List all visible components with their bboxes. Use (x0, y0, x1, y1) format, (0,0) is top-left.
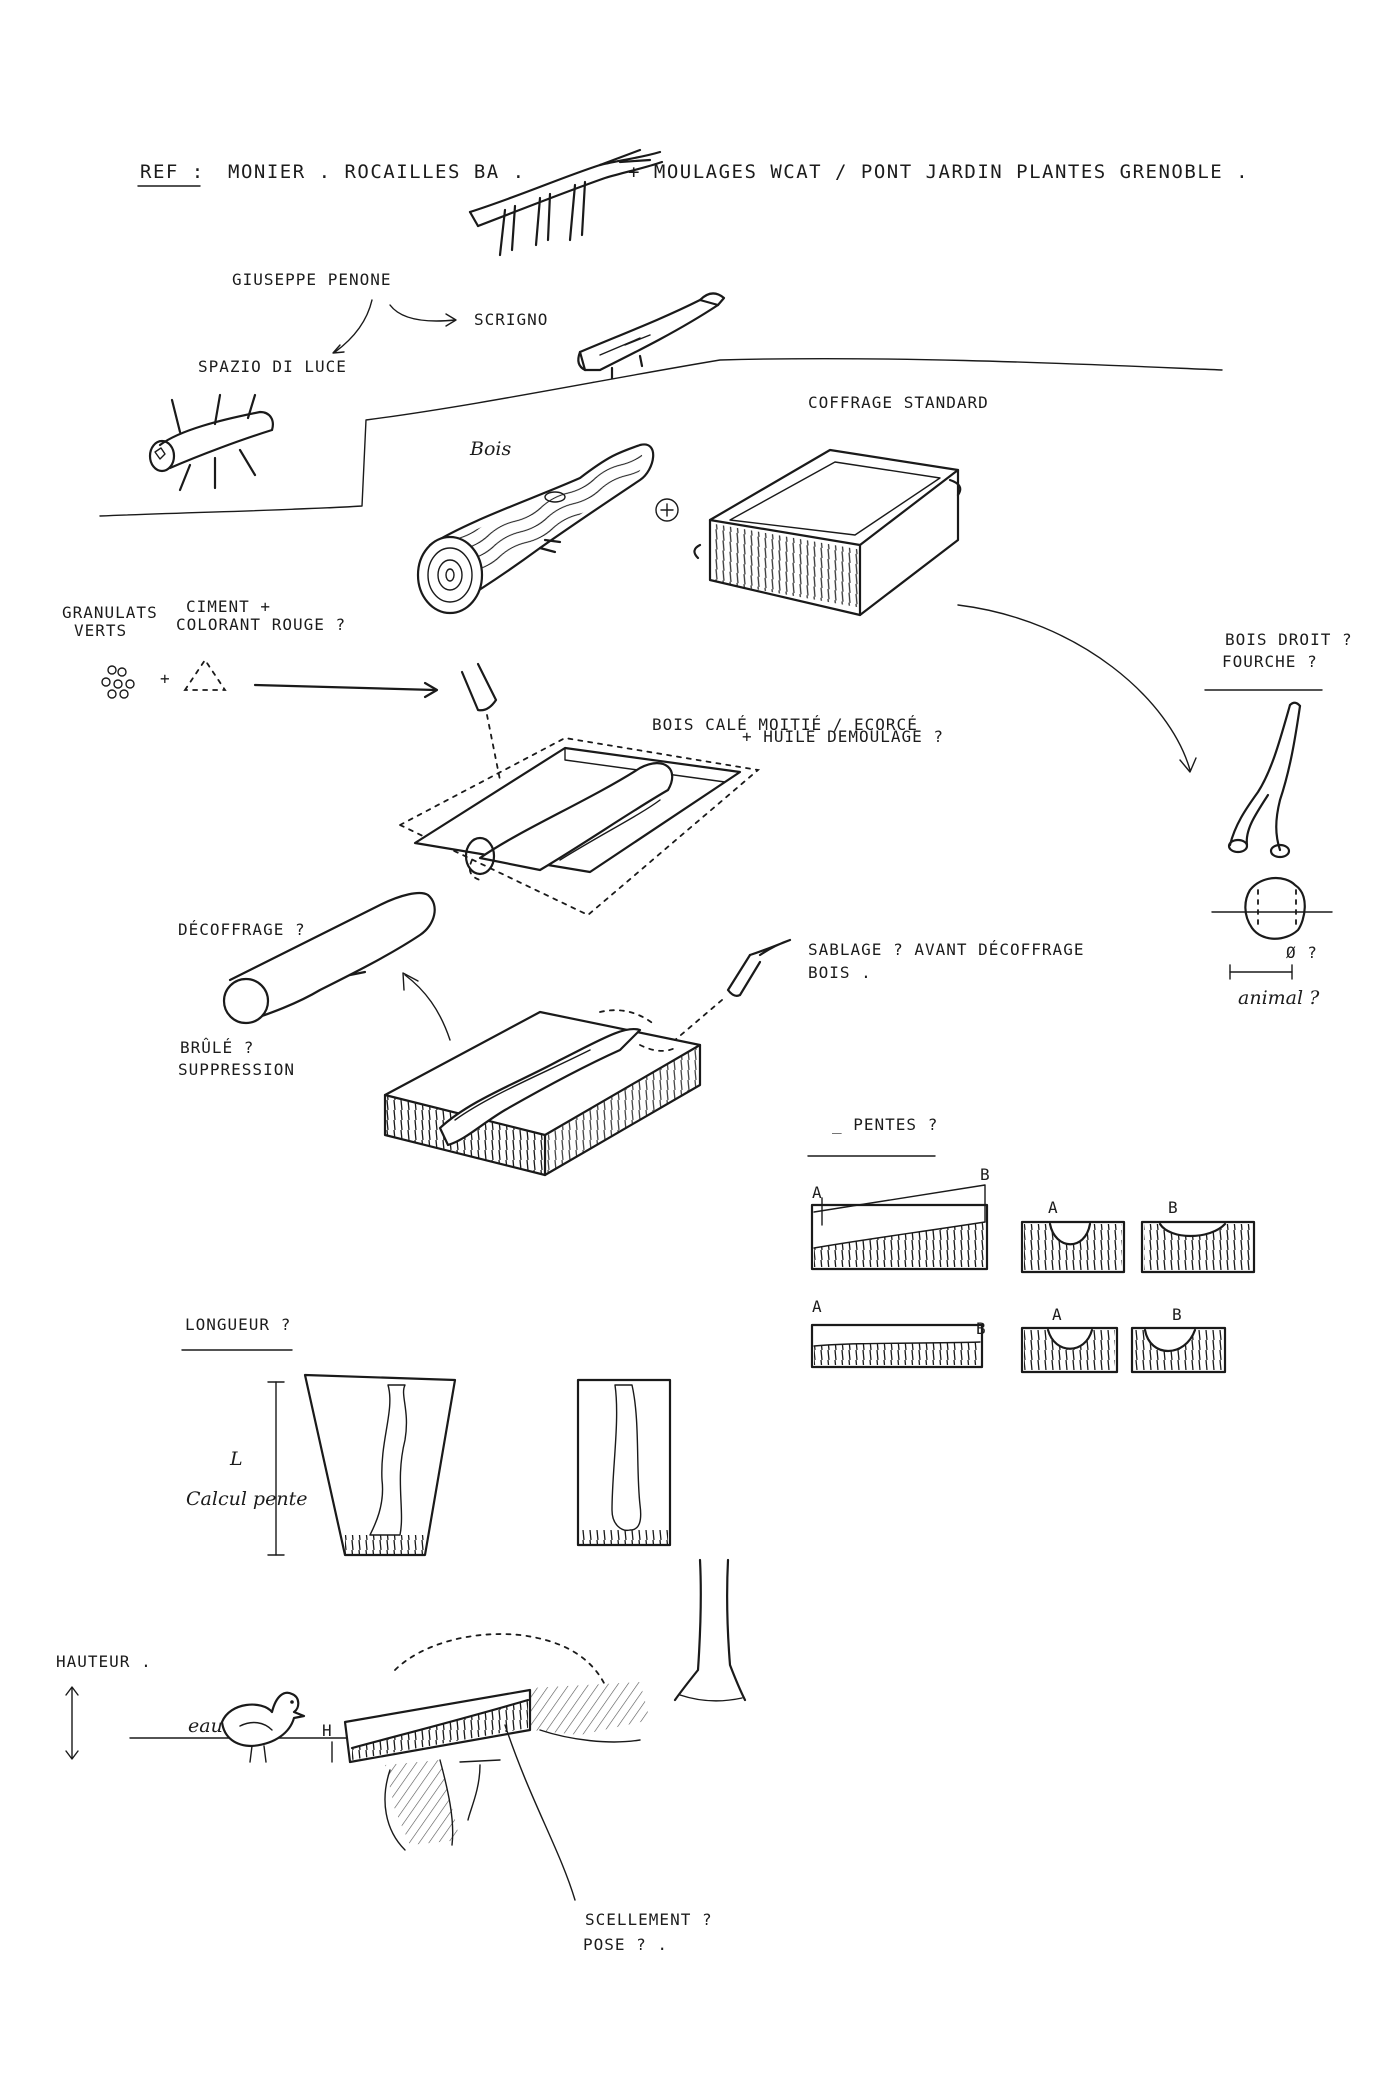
tree-trunk-sketch (673, 1558, 747, 1702)
plus-sign: + (160, 669, 171, 688)
granulats-label: GRANULATS (62, 603, 158, 622)
slope4-label-b: B (976, 1319, 987, 1338)
ciment-label: CIMENT + (186, 597, 271, 616)
huile-label: + HUILE DEMOULAGE ? (742, 727, 944, 746)
slope1-label-a: A (812, 1183, 823, 1202)
bois-cale-label: BOIS CALÉ MOITIÉ / ECORCÉ (652, 715, 918, 734)
arrowhead-mould (423, 681, 439, 699)
animal-label: animal ? (1238, 987, 1320, 1009)
slope4-label-a: A (812, 1297, 823, 1316)
scrigno-label: SCRIGNO (474, 310, 548, 329)
arrow-to-scrigno (389, 304, 456, 322)
arrowhead-spazio (332, 344, 345, 354)
arrow-to-mould (253, 683, 437, 692)
suppression-label: SUPPRESSION (178, 1060, 295, 1079)
ground-step-line (99, 357, 1223, 517)
sablage-label: SABLAGE ? AVANT DÉCOFFRAGE (808, 940, 1084, 959)
arrowhead-scrigno (445, 313, 457, 327)
brule-label: BRÛLÉ ? (180, 1038, 254, 1057)
diameter-label: Ø ? (1286, 943, 1318, 962)
height-arrow (65, 1686, 79, 1760)
arrow-to-branch (957, 604, 1191, 771)
colorant-label: COLORANT ROUGE ? (176, 615, 346, 634)
length-dimension (267, 1381, 285, 1556)
gravel-pile-sketch (101, 665, 135, 699)
pour-pipe-sketch (460, 662, 498, 712)
l-label: L (229, 1448, 243, 1470)
log-sketch (416, 443, 655, 615)
coffrage-label: COFFRAGE STANDARD (808, 393, 989, 412)
scellement-label: SCELLEMENT ? (585, 1910, 713, 1929)
ref-label: REF : (140, 161, 205, 183)
leader-to-scellement (504, 1724, 576, 1901)
cement-pile-sketch (183, 658, 227, 691)
verts-label: VERTS (74, 621, 127, 640)
pour-path (486, 714, 501, 781)
bois-label: Bois (469, 438, 511, 460)
demoulded-log-sketch (222, 891, 436, 1025)
installed-channel-section (343, 1633, 650, 1851)
formwork-box-sketch (693, 448, 962, 617)
slope2-label-a: A (1048, 1198, 1059, 1217)
straight-channel-plan (576, 1378, 672, 1547)
slope-section-1: A B (810, 1165, 991, 1271)
ref-text: MONIER . ROCAILLES BA . (228, 161, 526, 183)
spazio-di-luce-sketch (148, 393, 274, 492)
slope6-label-b: B (1172, 1305, 1183, 1324)
slope1-label-b: B (980, 1165, 991, 1184)
sandblast-nozzle-sketch (674, 938, 792, 1041)
concrete-block-sketch (383, 1009, 702, 1177)
calcul-label: Calcul pente (186, 1488, 307, 1510)
arrowhead-log (402, 972, 419, 991)
ref-extra: + MOULAGES WCAT / PONT JARDIN PLANTES GR… (628, 161, 1249, 183)
arrow-to-log (404, 974, 451, 1041)
forked-branch-sketch (1227, 701, 1302, 859)
tapered-channel-plan (303, 1373, 457, 1557)
spazio-label: SPAZIO DI LUCE (198, 357, 347, 376)
penone-label: GIUSEPPE PENONE (232, 270, 392, 289)
rocaille-bridge-sketch (468, 148, 664, 257)
longueur-label: LONGUEUR ? (185, 1315, 291, 1334)
slope-section-5: A (1020, 1305, 1119, 1374)
decoffrage-label: DÉCOFFRAGE ? (178, 920, 306, 939)
mould-with-log-sketch (397, 737, 761, 917)
slope3-label-b: B (1168, 1198, 1179, 1217)
slope5-label-a: A (1052, 1305, 1063, 1324)
pentes-label: _ PENTES ? (832, 1115, 938, 1134)
scrigno-sketch (577, 292, 726, 380)
arrow-to-spazio (334, 299, 373, 353)
slope-section-4: A B (810, 1297, 987, 1369)
slope-section-6: B (1130, 1305, 1227, 1374)
slope-section-2: A (1020, 1198, 1126, 1274)
bois-droit-label: BOIS DROIT ? (1225, 630, 1353, 649)
duck-sketch (220, 1691, 306, 1763)
hauteur-label: HAUTEUR . (56, 1652, 152, 1671)
slope-section-3: B (1140, 1198, 1256, 1274)
branch-section-sketch (1211, 877, 1333, 940)
plus-circle (655, 498, 679, 522)
arrowhead-branch (1179, 757, 1197, 773)
sablage-bois-label: BOIS . (808, 963, 872, 982)
pose-label: POSE ? . (583, 1935, 668, 1954)
fourche-label: FOURCHE ? (1222, 652, 1318, 671)
